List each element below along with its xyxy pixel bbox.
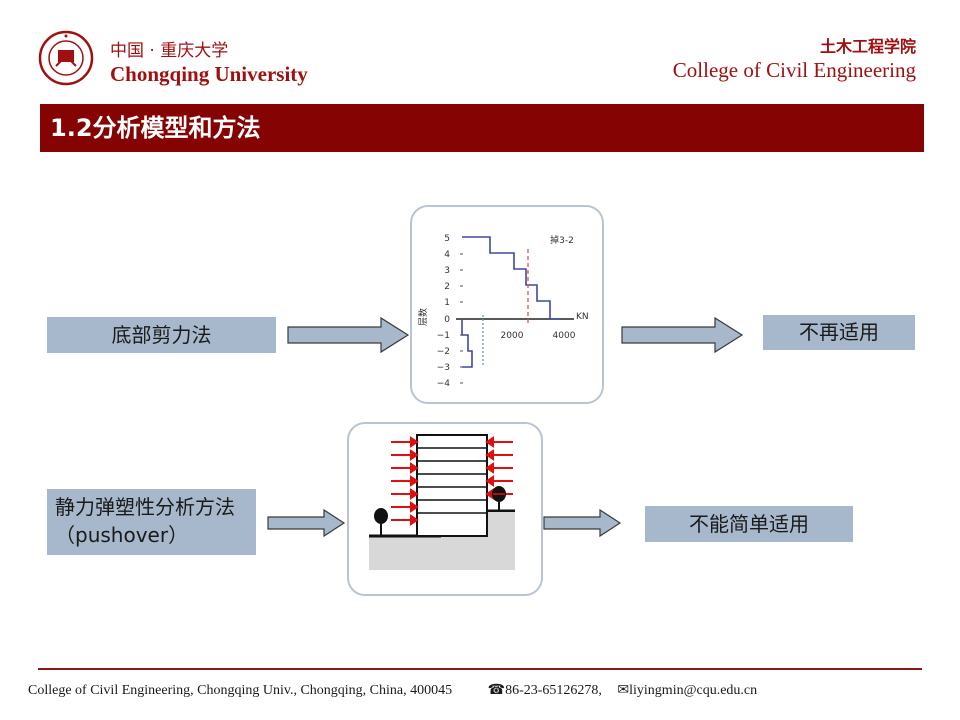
mail-icon: ✉ [617,683,630,698]
chart-xlabel: KN [576,312,589,322]
arrow-right-icon [543,508,622,538]
arrow-right-icon [621,316,744,354]
support-left-icon [374,508,388,536]
footer-phone: 86-23-65126278, [505,683,602,698]
shear-step-line-below [461,319,473,368]
y-tick-m1: −1 [437,331,450,341]
arrow-right-icon [287,316,410,354]
pushover-building-diagram [369,434,515,570]
chart-legend: 掉3-2 [550,234,574,246]
footer: College of Civil Engineering, Chongqing … [28,682,757,699]
phone-icon: ☎ [487,683,506,698]
x-tick-4000: 4000 [553,331,576,341]
chart-ylabel: 层数 [417,308,429,326]
result-box-not-simply-applicable: 不能简单适用 [645,506,853,542]
college-name-cn: 土木工程学院 [819,37,916,56]
y-tick-2: 2 [444,282,450,292]
method-box-base-shear: 底部剪力法 [47,317,276,353]
y-tick-3: 3 [444,266,450,276]
university-seal-icon [38,30,94,86]
lateral-load-arrows-left [391,436,419,526]
result-box-not-applicable: 不再适用 [763,315,915,350]
support-right-icon [492,486,506,511]
method-box-pushover: 静力弹塑性分析方法（pushover） [47,489,256,555]
y-tick-5: 5 [444,234,450,244]
story-shear-figure-panel [410,205,604,404]
y-tick-m4: −4 [437,379,451,389]
building-outline [416,434,488,537]
x-tick-2000: 2000 [501,331,524,341]
footer-address: College of Civil Engineering, Chongqing … [28,683,453,698]
title-bar [40,104,924,152]
university-name-cn: 中国 · 重庆大学 [110,41,229,61]
y-tick-4: 4 [444,250,450,260]
college-name-en: College of Civil Engineering [672,58,916,82]
y-tick-m3: −3 [437,363,450,373]
y-tick-m2: −2 [437,347,450,357]
footer-email[interactable]: liyingmin@cqu.edu.cn [629,683,758,698]
y-tick-1: 1 [444,298,450,308]
arrow-right-icon [267,508,346,538]
slide-title: 1.2分析模型和方法 [50,114,261,142]
lateral-load-arrows-right [485,436,513,500]
story-shear-chart: 层数 5 4 3 2 1 0 −1 −2 −3 −4 KN 2000 4000 … [417,234,589,389]
y-tick-0: 0 [444,315,450,325]
footer-divider [38,668,922,670]
shear-step-line-above [462,236,560,320]
university-name-en: Chongqing University [110,62,308,86]
